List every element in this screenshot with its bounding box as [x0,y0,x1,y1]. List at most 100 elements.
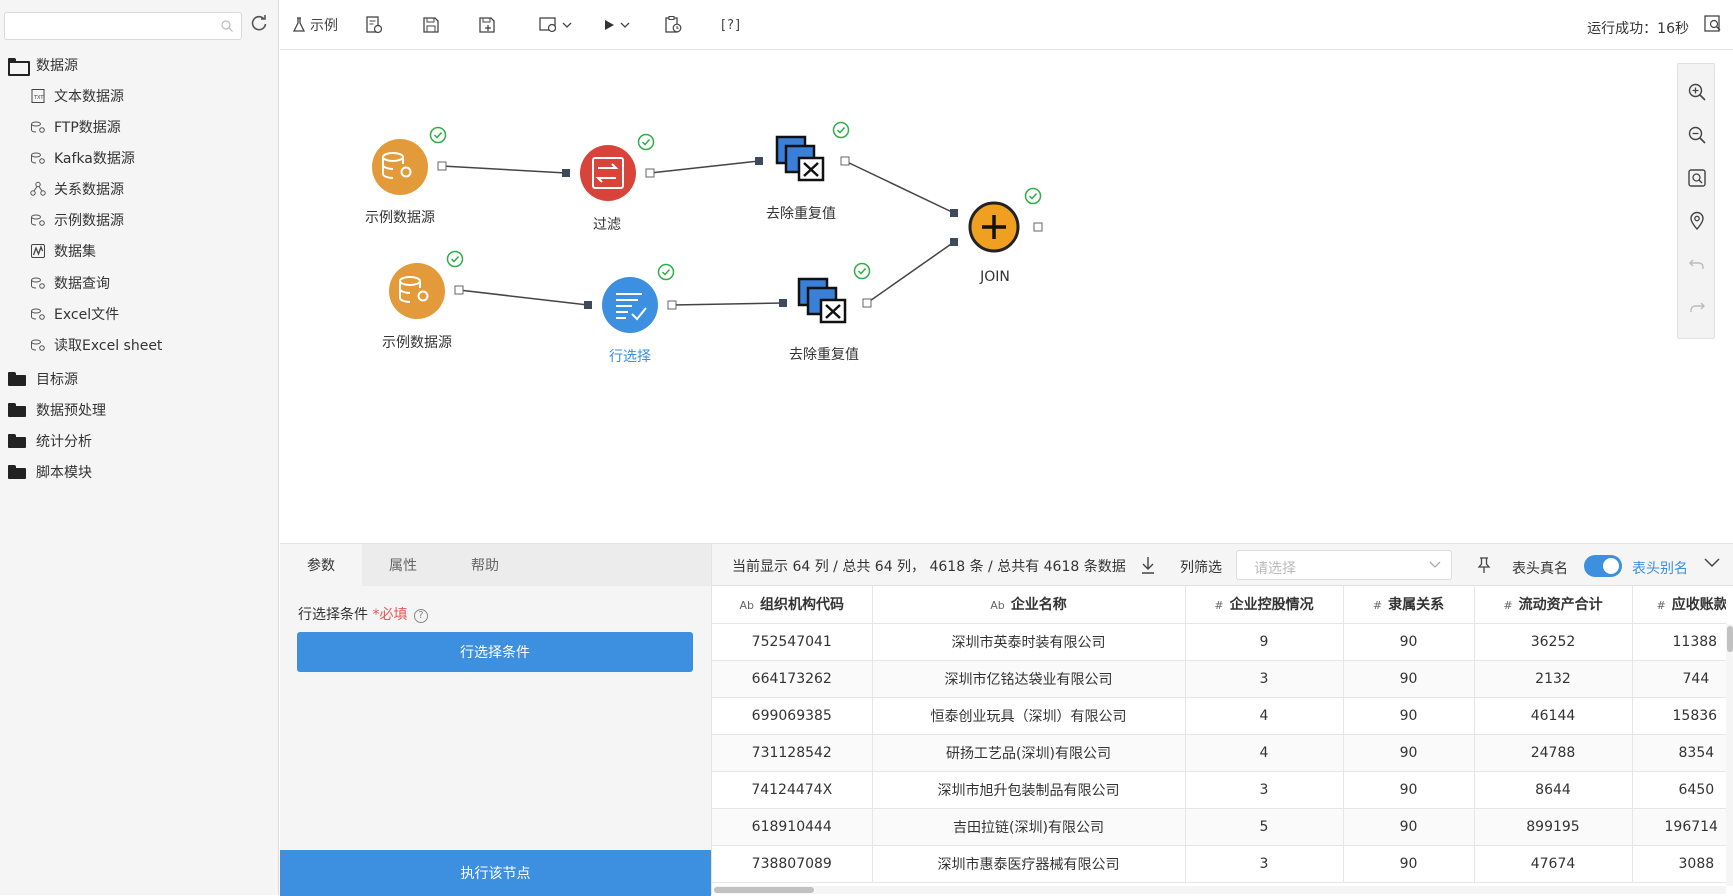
vertical-scrollbar[interactable] [1726,624,1733,886]
run-dropdown-button[interactable] [602,14,630,36]
tab-params[interactable]: 参数 [280,544,362,586]
history-button[interactable] [364,14,384,36]
row-select-condition-button[interactable]: 行选择条件 [297,632,693,672]
tree-item-excel-file[interactable]: Excel文件 [30,303,119,325]
table-cell: 899195 [1474,808,1633,846]
tree-group-preprocess[interactable]: 数据预处理 [8,399,106,421]
tree-group-statistics[interactable]: 统计分析 [8,430,92,452]
redo-icon[interactable] [1687,297,1707,317]
search-document-icon[interactable] [1703,14,1723,34]
zoom-in-icon[interactable] [1687,82,1707,102]
help-button[interactable]: [?] [721,14,741,36]
chevron-down-icon [1429,561,1441,568]
tree-item-text-datasource[interactable]: TXT 文本数据源 [30,85,124,107]
save-icon [423,17,439,33]
output-port[interactable] [645,168,655,178]
fit-view-icon[interactable] [1687,168,1707,188]
pin-icon[interactable] [1477,556,1491,574]
execute-node-button[interactable]: 执行该节点 [280,850,711,896]
input-port[interactable] [950,238,958,246]
chevron-down-icon[interactable] [1704,557,1720,569]
table-cell: 196714 [1632,808,1726,846]
header-alias-toggle[interactable] [1584,555,1622,577]
tree-item-data-query[interactable]: 数据查询 [30,272,110,294]
tree-group-script[interactable]: 脚本模块 [8,461,92,483]
example-button[interactable]: 示例 [292,14,338,36]
node-join[interactable] [968,201,1020,253]
tree-item-example-datasource[interactable]: 示例数据源 [30,209,124,231]
column-filter-select[interactable]: 请选择 [1236,550,1452,580]
tree-item-ftp-datasource[interactable]: FTP数据源 [30,116,121,138]
scrollbar-thumb[interactable] [714,887,814,893]
schedule-button[interactable] [663,14,683,36]
node-label: JOIN [980,269,1010,285]
params-panel: 参数 属性 帮助 行选择条件 *必填 ? 行选择条件 执行该节点 [280,543,711,896]
node-row-select[interactable] [602,277,658,333]
tree-item-kafka-datasource[interactable]: Kafka数据源 [30,147,135,169]
play-icon [605,20,614,30]
tree-item-excel-sheet[interactable]: 读取Excel sheet [30,334,162,356]
download-icon[interactable] [1141,556,1155,574]
tree-group-target[interactable]: 目标源 [8,368,78,390]
output-port[interactable] [840,156,850,166]
tree-group-datasource[interactable]: 数据源 [8,54,78,76]
output-port[interactable] [437,161,447,171]
node-dedupe-2[interactable] [797,277,847,324]
table-cell: 深圳市英泰时装有限公司 [872,623,1186,661]
scrollbar-thumb[interactable] [1727,626,1733,652]
node-dedupe-1[interactable] [775,135,825,182]
node-datasource-1[interactable] [372,139,428,195]
column-header[interactable]: #企业控股情况 [1185,586,1344,624]
database-link-icon [31,339,45,351]
flow-canvas[interactable]: 示例数据源 过滤 去除重复值 示例数据源 行选择 去除重复值 JOIN [280,51,1733,543]
output-port[interactable] [862,298,872,308]
tree-item-relational-datasource[interactable]: 关系数据源 [30,178,124,200]
horizontal-scrollbar[interactable] [714,886,1726,894]
output-port[interactable] [1033,222,1043,232]
zoom-out-icon[interactable] [1687,125,1707,145]
tree-item-dataset[interactable]: 数据集 [30,240,96,262]
toggle-knob [1603,558,1619,574]
flow-edge [458,289,589,306]
input-port[interactable] [755,157,763,165]
undo-icon[interactable] [1687,254,1707,274]
input-port[interactable] [779,299,787,307]
header-alias-label: 表头别名 [1632,561,1688,577]
node-filter[interactable] [580,145,636,201]
save-as-button[interactable] [477,14,497,36]
text-file-icon: TXT [31,89,45,103]
locate-icon[interactable] [1687,211,1707,231]
input-port[interactable] [584,301,592,309]
save-button[interactable] [421,14,441,36]
preview-summary: 当前显示 64 列 / 总共 64 列， 4618 条 / 总共有 4618 条… [732,559,1126,575]
svg-text:TXT: TXT [33,95,44,101]
input-port[interactable] [950,209,958,217]
refresh-icon[interactable] [250,14,268,32]
tab-help[interactable]: 帮助 [471,558,499,574]
folder-icon [8,434,26,448]
search-icon [221,20,233,32]
component-search-input[interactable] [4,12,242,40]
column-header[interactable]: #隶属关系 [1343,586,1475,624]
help-circle-icon[interactable]: ? [413,609,428,623]
node-datasource-2[interactable] [389,263,445,319]
settings-dropdown-button[interactable] [538,14,572,36]
column-header[interactable]: #应收账款 [1632,586,1726,624]
column-header[interactable]: #流动资产合计 [1474,586,1633,624]
column-header-label: 隶属关系 [1388,597,1445,614]
table-cell: 吉田拉链(深圳)有限公司 [872,808,1186,846]
tab-properties[interactable]: 属性 [389,558,417,574]
input-port[interactable] [562,169,570,177]
output-port[interactable] [667,300,677,310]
output-port[interactable] [454,285,464,295]
